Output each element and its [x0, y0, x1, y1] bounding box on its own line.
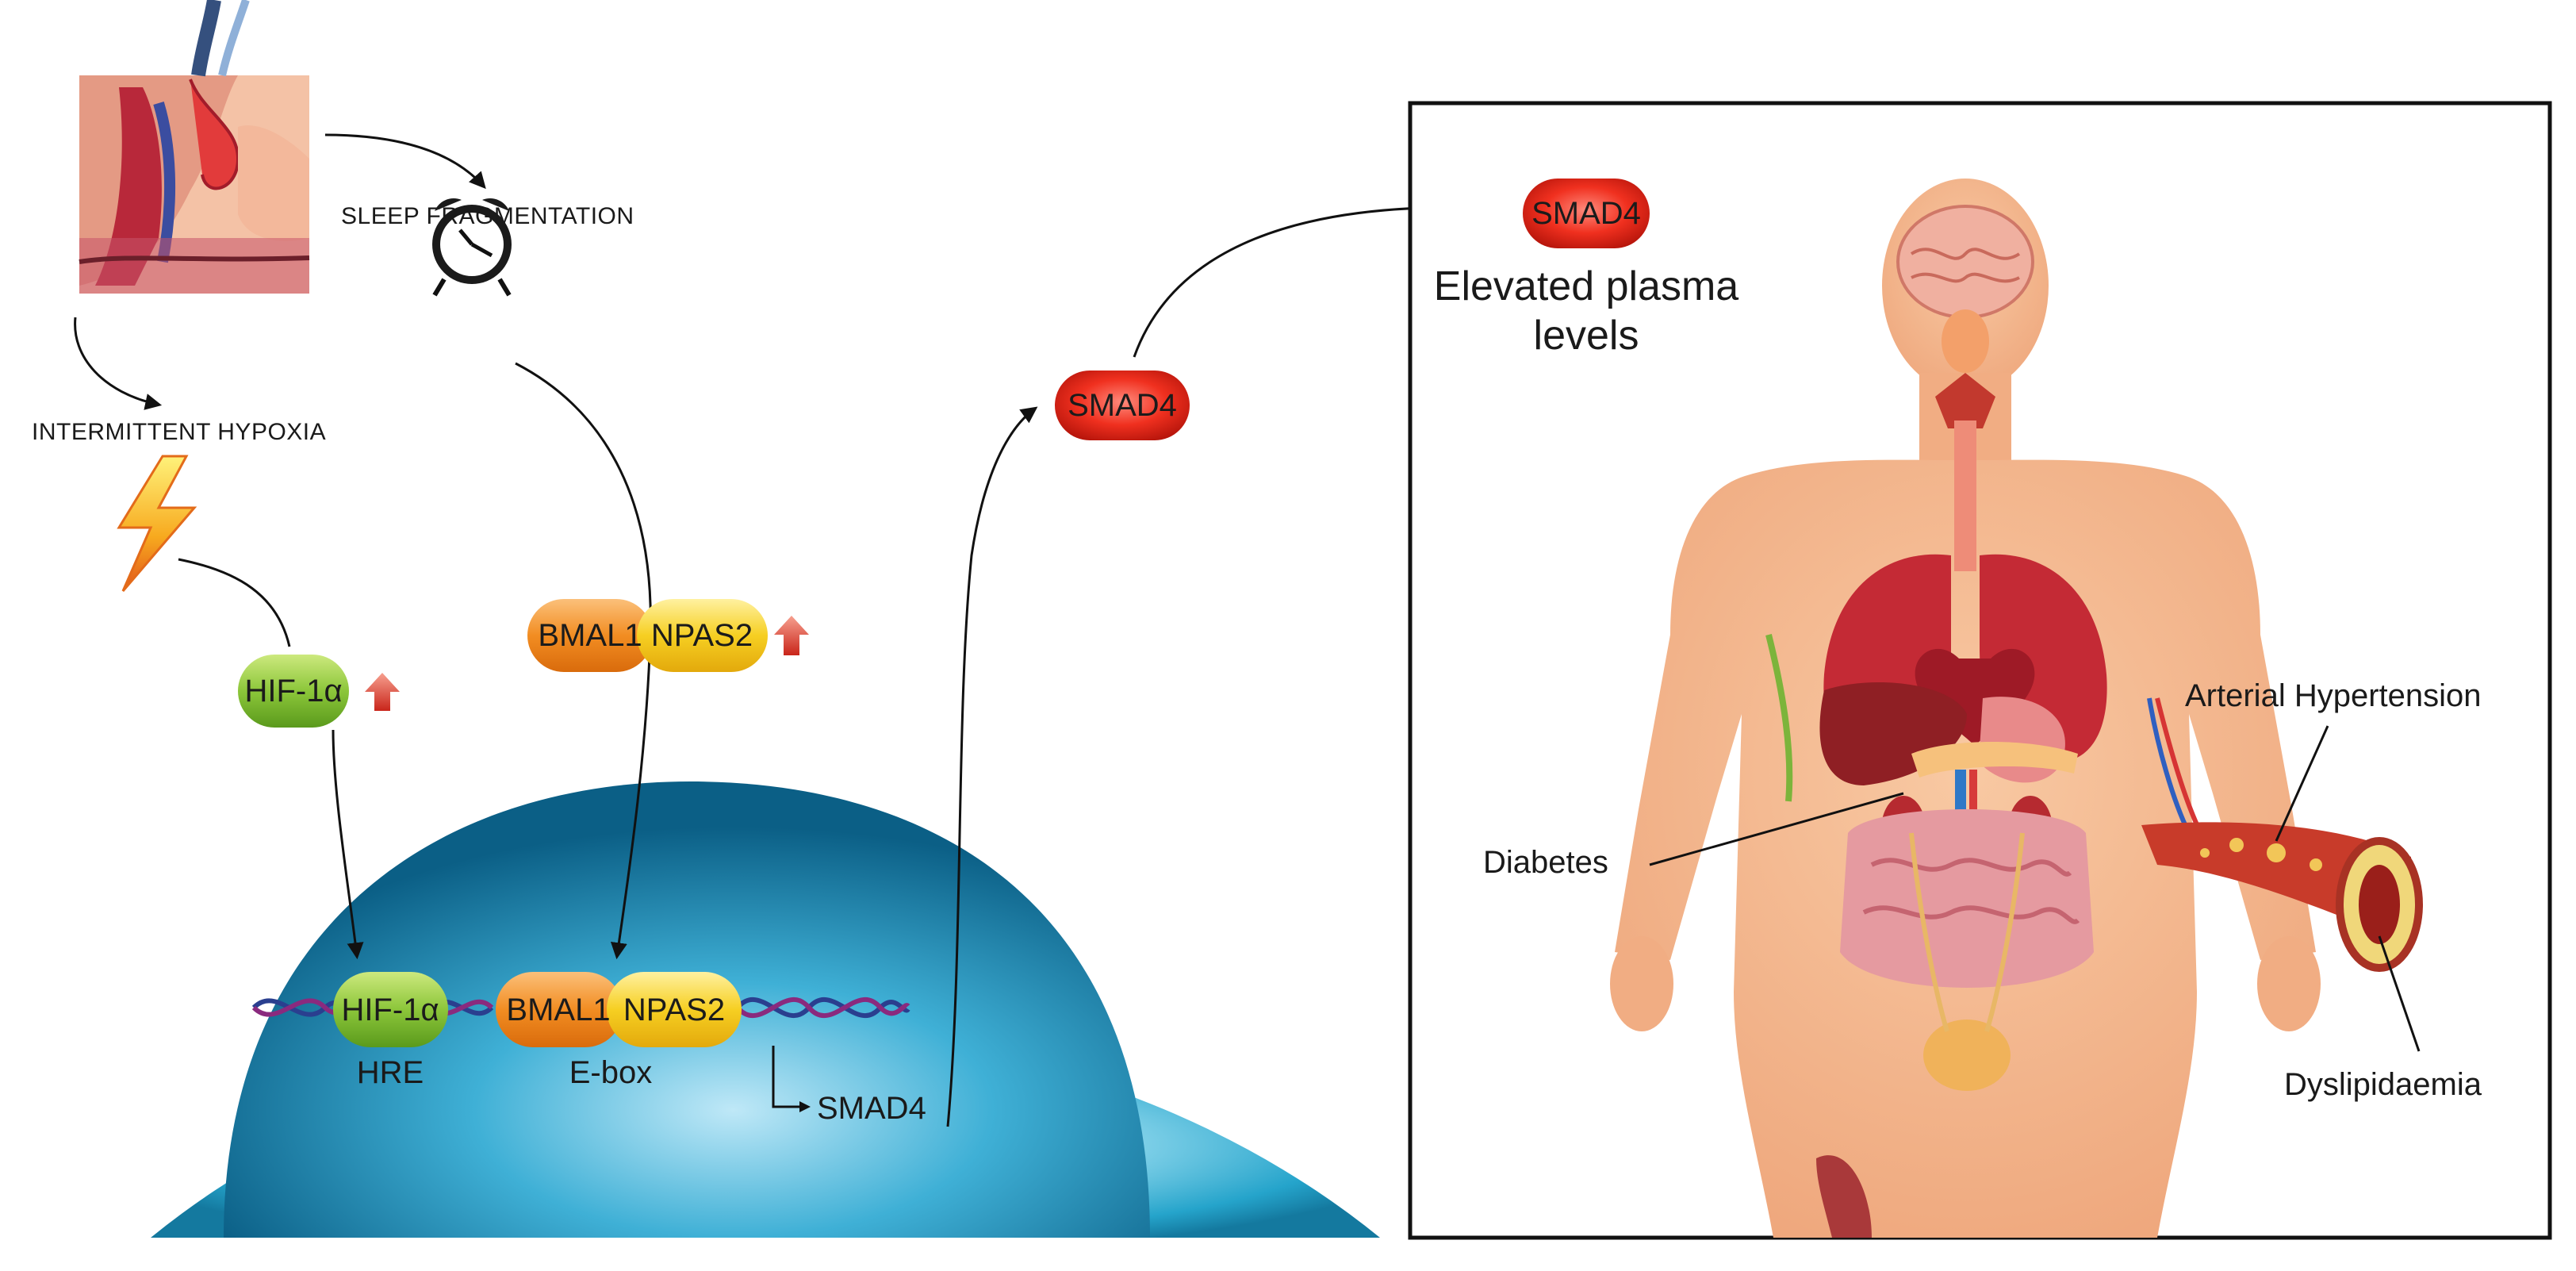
arterial-hypertension-label: Arterial Hypertension: [2185, 678, 2482, 713]
smad4-pill-plasma-label: SMAD4: [1531, 196, 1641, 231]
npas2-up-arrow-icon: [774, 616, 809, 655]
sleep-fragmentation-label: SLEEP FRAGMENTATION: [341, 203, 634, 229]
lightning-bolt-icon: [117, 455, 197, 592]
bmal1-pill-nucleus-label: BMAL1: [506, 993, 610, 1027]
dyslipidaemia-label: Dyslipidaemia: [2284, 1067, 2482, 1102]
sleeping-patient-illustration: [79, 0, 310, 294]
hif-1a-pill-nucleus-label: HIF-1α: [341, 993, 439, 1027]
smad4-gene: SMAD4: [772, 1046, 926, 1126]
artery-illustration: [2141, 822, 2423, 972]
npas2-pill-nucleus-label: NPAS2: [623, 993, 725, 1027]
hif-1a-pill-cytoplasm-label: HIF-1α: [244, 674, 342, 708]
bmal1-npas2-complex-cytoplasm: BMAL1 NPAS2: [527, 599, 768, 672]
hif-1a-pill-nucleus: HIF-1α: [333, 972, 448, 1047]
bmal1-npas2-complex-nucleus: BMAL1 NPAS2: [496, 972, 742, 1047]
smad4-gene-label: SMAD4: [817, 1091, 926, 1126]
elevated-plasma-label-line2: levels: [1534, 313, 1639, 359]
elevated-plasma-label-line1: Elevated plasma: [1434, 263, 1739, 309]
dyslipidaemia-leader-line: [2378, 935, 2421, 1052]
alarm-clock-icon: [432, 198, 512, 297]
bmal1-pill-cytoplasm-label: BMAL1: [538, 618, 642, 653]
hypertension-leader-line: [2275, 725, 2329, 842]
diabetes-leader-line: [1649, 792, 1904, 866]
human-body-illustration: [1610, 179, 2321, 1238]
hif-1a-pill-cytoplasm: HIF-1α: [238, 655, 349, 728]
arrow-to-intermittent-hypoxia: [74, 317, 163, 410]
diabetes-label: Diabetes: [1483, 845, 1608, 880]
arrow-hif-to-hre: [332, 729, 364, 960]
e-box-label: E-box: [569, 1055, 653, 1090]
hre-label: HRE: [357, 1055, 424, 1090]
arrow-gene-to-secreted-smad4: [946, 406, 1038, 1127]
intermittent-hypoxia-label: INTERMITTENT HYPOXIA: [32, 419, 326, 445]
arrow-to-sleep-fragmentation: [324, 133, 486, 190]
smad4-pill-secreted: SMAD4: [1055, 371, 1190, 440]
hif-up-arrow-icon: [365, 673, 400, 711]
npas2-pill-cytoplasm-label: NPAS2: [651, 618, 753, 653]
smad4-pill-secreted-label: SMAD4: [1068, 388, 1177, 423]
smad4-pill-plasma: SMAD4: [1523, 179, 1650, 248]
arrow-bolt-to-hif: [178, 558, 291, 647]
